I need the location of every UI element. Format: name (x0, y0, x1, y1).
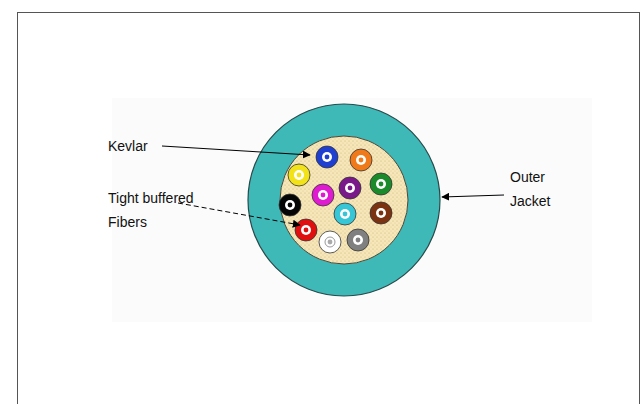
tight-buffered-fiber (279, 194, 301, 216)
fiber-cladding (322, 152, 332, 162)
part-label: Outer Jacket (510, 165, 574, 213)
leader-line (178, 203, 300, 225)
part-label: Tight buffered Fibers (108, 186, 220, 234)
fiber-core (297, 173, 302, 178)
fiber-buffer (319, 231, 341, 253)
fiber-cladding (285, 200, 295, 210)
tight-buffered-fiber (288, 164, 310, 186)
tight-buffered-fiber (370, 202, 392, 224)
figure-ground (112, 98, 592, 322)
fiber-buffer (316, 146, 338, 168)
tight-buffered-fiber (370, 173, 392, 195)
fiber-buffer (347, 229, 369, 251)
tight-buffered-fiber (350, 149, 372, 171)
fiber-cladding (353, 235, 363, 245)
fiber-buffer (339, 177, 361, 199)
fiber-core (343, 212, 348, 217)
fiber-buffer (279, 194, 301, 216)
fiber-core (379, 182, 384, 187)
fiber-core (328, 240, 333, 245)
fiber-cladding (340, 209, 350, 219)
leader-line (162, 146, 310, 155)
tight-buffered-fiber (334, 203, 356, 225)
kevlar-core (280, 136, 408, 264)
fiber-buffer (370, 173, 392, 195)
fiber-cladding (376, 208, 386, 218)
fiber-buffer (288, 164, 310, 186)
tight-buffered-fiber (312, 184, 334, 206)
tight-buffered-fiber (347, 229, 369, 251)
fiber-buffer (370, 202, 392, 224)
tight-buffered-fiber (319, 231, 341, 253)
fiber-core (288, 203, 293, 208)
fiber-cladding (345, 183, 355, 193)
outer-jacket (248, 104, 440, 296)
tight-buffered-fiber (295, 219, 317, 241)
fiber-cladding (356, 155, 366, 165)
fiber-core (359, 158, 364, 163)
frame-border (18, 13, 640, 404)
fiber-cladding (301, 225, 311, 235)
fiber-core (348, 186, 353, 191)
fiber-cladding (318, 190, 328, 200)
part-label: Kevlar (108, 134, 168, 158)
fiber-buffer (350, 149, 372, 171)
leader-line (442, 195, 504, 197)
fiber-core (379, 211, 384, 216)
fiber-core (321, 193, 326, 198)
tight-buffered-fiber (316, 146, 338, 168)
fiber-core (356, 238, 361, 243)
tight-buffered-fiber (339, 177, 361, 199)
fiber-cladding (325, 237, 335, 247)
fiber-core (304, 228, 309, 233)
fiber-cladding (294, 170, 304, 180)
fiber-cladding (376, 179, 386, 189)
fiber-core (325, 155, 330, 160)
fiber-buffer (295, 219, 317, 241)
fiber-buffer (312, 184, 334, 206)
fiber-buffer (334, 203, 356, 225)
fiber-group (279, 146, 392, 253)
